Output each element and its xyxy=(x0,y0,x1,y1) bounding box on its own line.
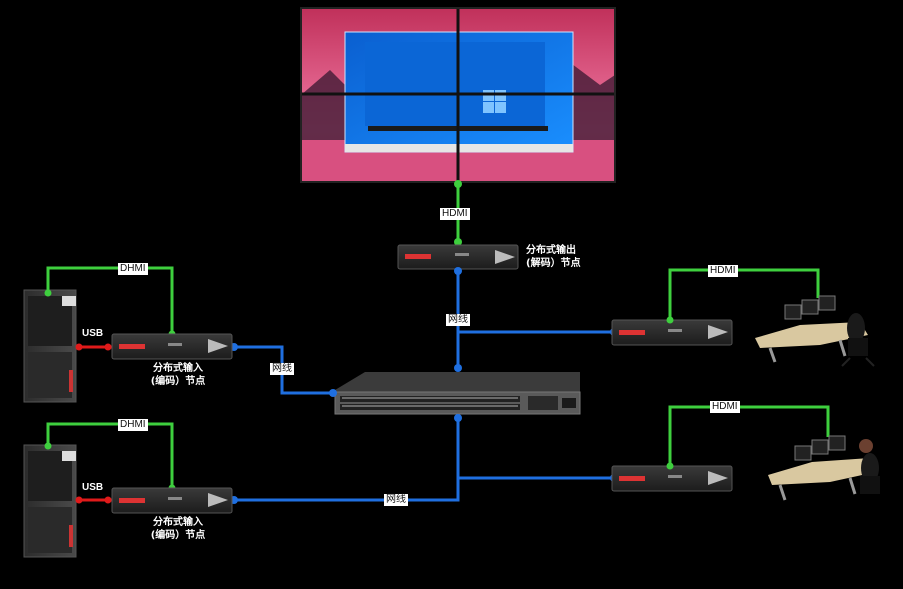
hdmi-label-right-2: HDMI xyxy=(710,401,740,413)
decoder-node-label-line1: 分布式输出 xyxy=(526,245,576,256)
decoder-node-device xyxy=(397,244,519,270)
pc-tower-1 xyxy=(23,289,77,403)
usb-label-2: USB xyxy=(82,482,104,493)
dhmi-line-2 xyxy=(46,422,174,488)
hdmi-label-top: HDMI xyxy=(440,208,470,220)
network-line-bottom xyxy=(232,478,460,502)
encoder-node-label-2: 分布式输入 (编码）节点 xyxy=(138,516,218,542)
encoder-node-1-line1: 分布式输入 xyxy=(153,363,203,374)
usb-label-1: USB xyxy=(82,328,104,339)
dhmi-label-2: DHMI xyxy=(118,419,148,431)
control-desk-workstation-1 xyxy=(755,295,875,367)
encoder-node-device-1 xyxy=(111,333,233,360)
dhmi-label-1: DHMI xyxy=(118,263,148,275)
control-desk-workstation-2 xyxy=(768,435,880,501)
network-switch xyxy=(334,372,581,415)
network-label-top: 网线 xyxy=(446,314,470,326)
hdmi-label-right-1: HDMI xyxy=(708,265,738,277)
decoder-node-label-line2: (解码）节点 xyxy=(526,258,581,269)
network-line-right-2 xyxy=(456,418,612,480)
encoder-node-2-line1: 分布式输入 xyxy=(153,517,203,528)
encoder-node-1-line2: (编码）节点 xyxy=(150,376,206,387)
right-node-device-2 xyxy=(611,465,733,492)
video-wall xyxy=(300,7,616,183)
hdmi-line-right-2 xyxy=(668,405,830,466)
encoder-node-2-line2: (编码）节点 xyxy=(150,530,206,541)
pc-tower-2 xyxy=(23,444,77,558)
right-node-device-1 xyxy=(611,319,733,346)
encoder-node-device-2 xyxy=(111,487,233,514)
hdmi-line-right-1 xyxy=(668,268,820,320)
network-label-bottom: 网线 xyxy=(384,494,408,506)
decoder-node-label: 分布式输出 (解码）节点 xyxy=(526,244,581,270)
dhmi-line-1 xyxy=(46,266,174,334)
encoder-node-label-1: 分布式输入 (编码）节点 xyxy=(138,362,218,388)
network-label-left: 网线 xyxy=(270,363,294,375)
